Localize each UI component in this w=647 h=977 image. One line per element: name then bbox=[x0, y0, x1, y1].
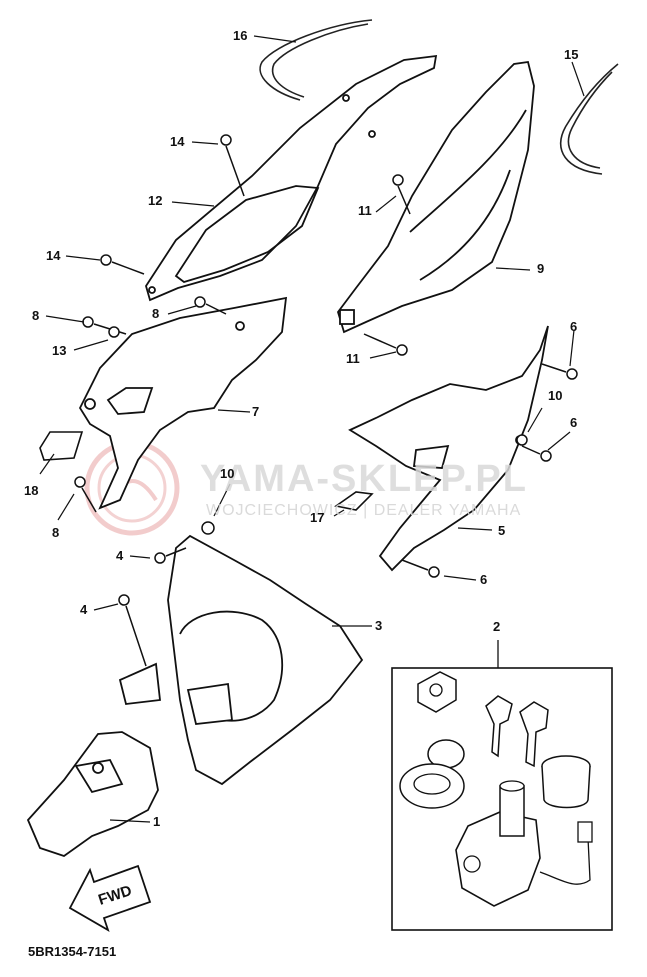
callout-10-right: 10 bbox=[548, 388, 563, 403]
callout-11-lower: 11 bbox=[346, 351, 360, 366]
callout-18: 18 bbox=[24, 483, 39, 498]
part-16-decal bbox=[259, 19, 373, 101]
part-17-emblem bbox=[334, 491, 374, 511]
callout-8-upper-left: 8 bbox=[32, 308, 40, 323]
part-9-rear-cover bbox=[337, 60, 535, 334]
callout-10-center: 10 bbox=[220, 466, 235, 481]
callout-6-upper: 6 bbox=[570, 319, 578, 334]
watermark-subtitle: WOJCIECHOWICZ | DEALER YAMAHA bbox=[206, 502, 522, 519]
callout-4-upper: 4 bbox=[116, 548, 124, 563]
callout-2: 2 bbox=[493, 619, 501, 634]
callout-1: 1 bbox=[153, 814, 161, 829]
part-18-emblem bbox=[39, 431, 84, 461]
part-2-lock-set-box bbox=[391, 640, 613, 931]
leader-lines bbox=[39, 35, 585, 823]
callout-11-upper: 11 bbox=[358, 203, 372, 218]
callout-9: 9 bbox=[537, 261, 545, 276]
callout-6-mid: 6 bbox=[570, 415, 578, 430]
callout-16: 16 bbox=[233, 28, 248, 43]
callout-4-lower: 4 bbox=[80, 602, 88, 617]
callout-13: 13 bbox=[52, 343, 67, 358]
callout-5: 5 bbox=[498, 523, 506, 538]
callout-17: 17 bbox=[310, 510, 325, 525]
part-3-inner-cover bbox=[118, 534, 364, 786]
callout-8-upper-mid: 8 bbox=[152, 306, 160, 321]
callout-6-lower: 6 bbox=[480, 572, 488, 587]
part-1-front-cover bbox=[26, 731, 159, 857]
watermark-title: YAMA-SKLEP.PL bbox=[200, 458, 528, 500]
callout-14-lower: 14 bbox=[46, 248, 61, 263]
callout-7: 7 bbox=[252, 404, 260, 419]
diagram-part-code: 5BR1354-7151 bbox=[28, 944, 117, 959]
part-7-side-panel bbox=[78, 296, 288, 510]
fwd-arrow-icon bbox=[68, 864, 152, 932]
part-12-upper-cover bbox=[145, 54, 438, 302]
callout-12: 12 bbox=[148, 193, 163, 208]
callout-8-lower: 8 bbox=[52, 525, 60, 540]
callout-15: 15 bbox=[564, 47, 579, 62]
callout-14-upper: 14 bbox=[170, 134, 185, 149]
screws bbox=[74, 134, 578, 667]
callout-3: 3 bbox=[375, 618, 383, 633]
part-15-decal bbox=[559, 63, 619, 175]
part-5-lower-panel bbox=[348, 325, 549, 572]
